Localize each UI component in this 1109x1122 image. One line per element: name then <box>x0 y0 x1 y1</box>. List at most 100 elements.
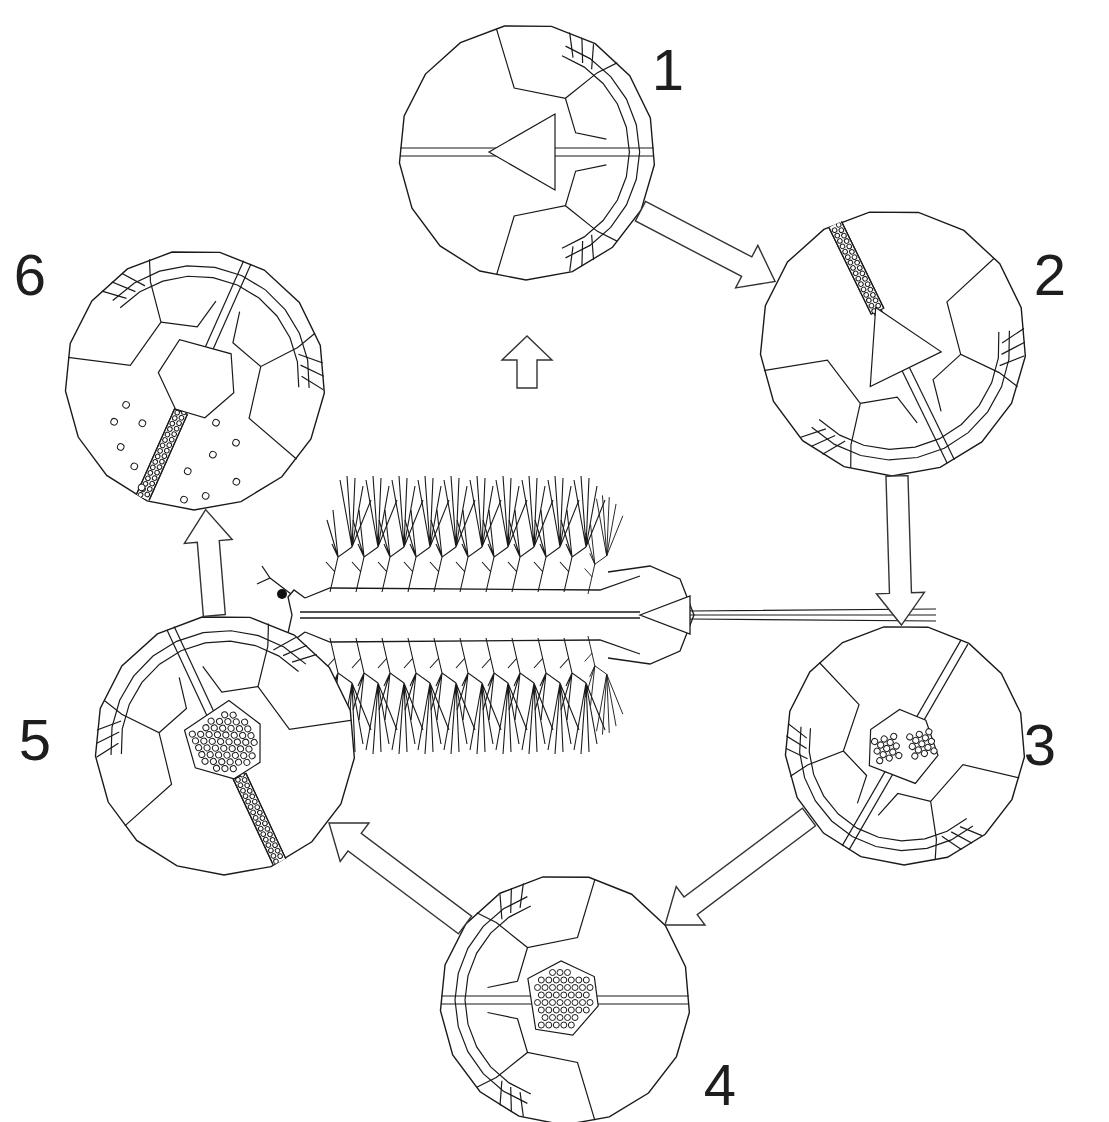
food-particle <box>583 992 589 998</box>
released-particle <box>232 477 241 486</box>
food-particle <box>248 804 254 810</box>
food-particle <box>846 243 852 249</box>
food-particle <box>157 448 163 454</box>
food-particle <box>247 788 253 794</box>
food-particle <box>553 1007 559 1013</box>
food-particle <box>252 799 258 805</box>
food-particle <box>572 1000 578 1006</box>
stomach-outline <box>840 290 941 386</box>
released-particle <box>201 492 210 501</box>
food-particle <box>227 724 235 732</box>
food-particle <box>166 442 172 448</box>
seta-line <box>499 886 502 919</box>
food-particle <box>221 765 229 773</box>
food-particle <box>565 1000 571 1006</box>
food-particle <box>267 831 273 837</box>
food-particle <box>538 1022 544 1028</box>
food-particle <box>855 276 861 282</box>
stage-circle: 6 <box>65 250 325 510</box>
food-particle <box>207 717 215 725</box>
circle-content <box>399 24 655 280</box>
seta-line <box>88 732 119 747</box>
food-particle <box>557 1015 563 1021</box>
body-outline <box>305 576 640 598</box>
food-particle <box>223 751 231 759</box>
food-particle <box>542 1000 548 1006</box>
food-particle <box>217 738 225 746</box>
leg <box>585 636 623 735</box>
stomach-outline <box>489 114 555 190</box>
food-particle <box>538 992 544 998</box>
food-particle <box>202 724 210 732</box>
appendage-edge <box>465 906 531 1094</box>
leg <box>534 476 579 592</box>
stage-number: 6 <box>14 246 46 304</box>
circle-content <box>741 581 1069 909</box>
food-particle <box>260 831 266 837</box>
circle-outline <box>785 625 1025 865</box>
food-particle <box>243 758 251 766</box>
body-wall <box>756 659 876 798</box>
gut-band <box>136 409 188 502</box>
food-particle <box>546 992 552 998</box>
leg <box>430 638 475 754</box>
appendage-edge <box>79 596 306 755</box>
food-particle <box>159 459 165 465</box>
seta-line <box>569 24 573 57</box>
appendage-edge <box>566 46 640 258</box>
released-particle <box>116 443 125 452</box>
food-particle <box>546 977 552 983</box>
eye <box>277 589 287 599</box>
food-particle <box>868 303 874 309</box>
food-particle <box>858 281 864 287</box>
food-particle <box>561 977 567 983</box>
gut-line <box>838 222 955 461</box>
food-particle <box>865 281 871 287</box>
body-wall <box>203 649 258 704</box>
body-wall <box>922 354 979 411</box>
food-particle <box>152 459 158 465</box>
food-particle <box>174 426 180 432</box>
food-particle <box>242 777 248 783</box>
food-particle <box>842 249 848 255</box>
food-particle <box>215 751 223 759</box>
seta-line <box>520 1092 524 1122</box>
food-particle <box>553 1022 559 1028</box>
body-wall <box>161 284 216 339</box>
circle-outline <box>440 875 690 1122</box>
stage-circle: 2 <box>760 210 1026 476</box>
seta-line <box>1001 338 1033 354</box>
gut-line <box>233 779 273 866</box>
food-particle <box>225 738 233 746</box>
seta-line <box>780 719 809 738</box>
leg <box>378 476 423 592</box>
food-particle <box>561 992 567 998</box>
food-particle <box>838 227 844 233</box>
food-particle <box>230 731 238 739</box>
food-particle <box>147 470 153 476</box>
food-particle <box>262 820 268 826</box>
block-arrow <box>184 510 232 617</box>
seta-line <box>569 246 573 279</box>
food-particle <box>216 717 224 725</box>
body-wall <box>141 677 196 732</box>
food-particle <box>220 744 228 752</box>
food-particle <box>211 744 219 752</box>
food-particle <box>150 464 156 470</box>
food-particle <box>263 837 269 843</box>
body-wall <box>860 385 917 442</box>
food-particle <box>213 731 221 739</box>
food-particle <box>911 752 919 760</box>
food-particle <box>208 737 216 745</box>
seta-line <box>803 435 835 451</box>
circle-content <box>52 572 398 918</box>
food-particle <box>568 1007 574 1013</box>
food-particle <box>272 842 278 848</box>
food-particle <box>195 744 203 752</box>
body-wall <box>565 98 606 139</box>
food-particle <box>866 297 872 303</box>
food-particle <box>241 718 249 726</box>
food-particle <box>867 286 873 292</box>
food-particle <box>851 254 857 260</box>
